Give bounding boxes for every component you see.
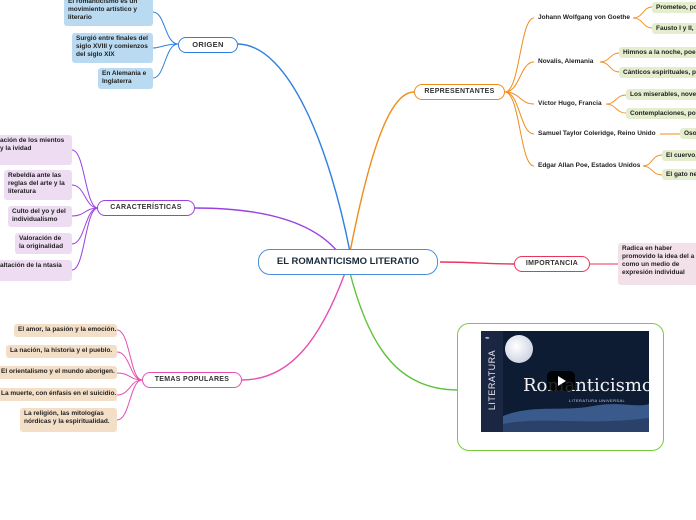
moon-icon bbox=[505, 335, 533, 363]
caracteristicas-item-4[interactable]: Valoración de la originalidad bbox=[15, 233, 72, 254]
author-coleridge[interactable]: Samuel Taylor Coleridge, Reino Unido bbox=[534, 128, 660, 140]
origen-item-3[interactable]: En Alemania e Inglaterra bbox=[98, 68, 153, 89]
origen-topic[interactable]: ORIGEN bbox=[178, 37, 238, 53]
work-hugo-2[interactable]: Contemplaciones, poe bbox=[626, 108, 696, 119]
origen-item-2[interactable]: Surgió entre finales del siglo XVIII y c… bbox=[72, 33, 153, 63]
author-poe[interactable]: Edgar Allan Poe, Estados Unidos bbox=[534, 160, 643, 172]
temas-item-3[interactable]: El orientalismo y el mundo aborigen. bbox=[0, 366, 117, 379]
work-hugo-1[interactable]: Los miserables, novel bbox=[626, 89, 696, 100]
thumbnail-side-text: LITERATURA bbox=[487, 335, 497, 425]
play-icon[interactable] bbox=[547, 371, 575, 391]
representantes-topic[interactable]: REPRESENTANTES bbox=[414, 84, 505, 100]
work-goethe-1[interactable]: Prometeo, po bbox=[652, 2, 696, 13]
central-topic[interactable]: EL ROMANTICISMO LITERATIO bbox=[258, 249, 438, 275]
author-goethe[interactable]: Johann Wolfgang von Goethe bbox=[534, 12, 633, 24]
work-poe-2[interactable]: El gato ne bbox=[662, 169, 696, 180]
temas-connectors bbox=[117, 273, 345, 420]
caracteristicas-item-3[interactable]: Culto del yo y del individualismo bbox=[8, 206, 72, 227]
work-poe-1[interactable]: El cuervo, bbox=[662, 150, 696, 161]
temas-item-4[interactable]: La muerte, con énfasis en el suicidio. bbox=[0, 388, 117, 401]
thumbnail-subtitle: LITERATURA UNIVERSAL bbox=[569, 398, 625, 403]
video-connector bbox=[350, 273, 458, 390]
work-novalis-2[interactable]: Cánticos espirituales, po bbox=[619, 67, 696, 78]
caracteristicas-item-2[interactable]: Rebeldía ante las reglas del arte y la l… bbox=[4, 170, 72, 200]
work-novalis-1[interactable]: Himnos a la noche, poes bbox=[619, 47, 696, 58]
author-hugo[interactable]: Víctor Hugo, Francia bbox=[534, 98, 606, 110]
work-coleridge-1[interactable]: Osor bbox=[680, 128, 696, 139]
caracteristicas-item-1[interactable]: ación de los mientos y la ividad bbox=[0, 135, 72, 165]
thumbnail-title: Romanticismo bbox=[523, 375, 649, 396]
origen-item-1[interactable]: El romanticismo es un movimiento artísti… bbox=[64, 0, 153, 26]
temas-topic[interactable]: TEMAS POPULARES bbox=[142, 372, 242, 388]
caracteristicas-topic[interactable]: CARACTERÍSTICAS bbox=[97, 200, 195, 216]
work-goethe-2[interactable]: Fausto I y II, bbox=[652, 23, 696, 34]
video-thumbnail[interactable]: ✒ LITERATURA Romanticismo LITERATURA UNI… bbox=[481, 331, 649, 432]
caracteristicas-item-5[interactable]: altación de la ntasía bbox=[0, 260, 72, 281]
temas-item-1[interactable]: El amor, la pasión y la emoción. bbox=[14, 324, 117, 337]
temas-item-5[interactable]: La religión, las mitologías nórdicas y l… bbox=[20, 408, 117, 432]
author-novalis[interactable]: Novalis, Alemania bbox=[534, 56, 600, 68]
thumbnail-sidebar: ✒ LITERATURA bbox=[481, 331, 503, 432]
importancia-text[interactable]: Radica en haber promovido la idea del a … bbox=[618, 243, 696, 285]
temas-item-2[interactable]: La nación, la historia y el pueblo. bbox=[6, 345, 117, 358]
importancia-topic[interactable]: IMPORTANCIA bbox=[514, 256, 590, 272]
